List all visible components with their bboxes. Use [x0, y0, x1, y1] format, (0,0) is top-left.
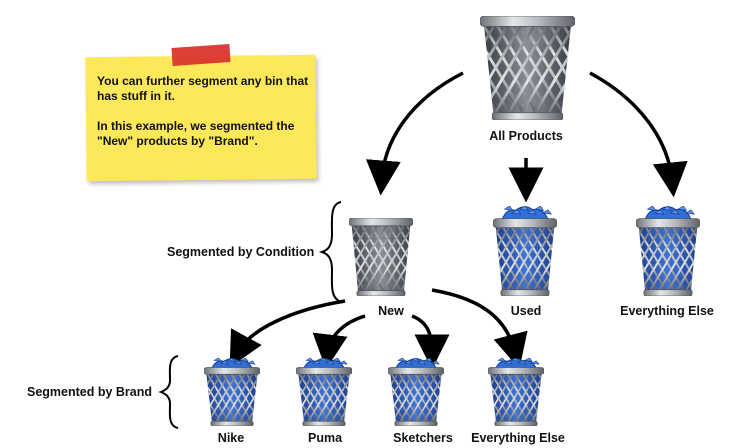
arrow-to-nike [229, 299, 346, 368]
arrow-to-new [365, 71, 464, 196]
label-segmented-by-brand: Segmented by Brand [27, 385, 153, 399]
brace-brand [158, 355, 179, 429]
label-used: Used [510, 304, 542, 318]
arrow-to-else2 [431, 288, 528, 369]
arrow-to-puma [312, 314, 366, 370]
bin-all-products [479, 15, 575, 121]
brace-condition [318, 201, 342, 303]
note-line-1: You can further segment any bin that has… [97, 74, 309, 103]
bin-everything-else-2 [487, 357, 545, 427]
bin-nike [203, 357, 261, 427]
bin-sketchers [387, 357, 445, 427]
label-new: New [378, 304, 404, 318]
label-everything-else-2: Everything Else [471, 431, 565, 445]
sticky-note-text: You can further segment any bin that has… [97, 74, 317, 164]
label-puma: Puma [307, 431, 343, 445]
label-sketchers: Sketchers [393, 431, 453, 445]
label-segmented-by-condition: Segmented by Condition [167, 245, 315, 259]
arrow-to-else1 [589, 71, 688, 198]
bin-everything-else [635, 205, 701, 297]
label-all-products: All Products [489, 129, 563, 143]
label-nike: Nike [217, 431, 245, 445]
bin-used [492, 205, 558, 297]
arrow-to-sketchers [411, 314, 450, 370]
label-everything-else: Everything Else [620, 304, 714, 318]
note-line-2: In this example, we segmented the "New" … [97, 119, 295, 148]
bin-puma [295, 357, 353, 427]
bin-new [348, 217, 414, 297]
